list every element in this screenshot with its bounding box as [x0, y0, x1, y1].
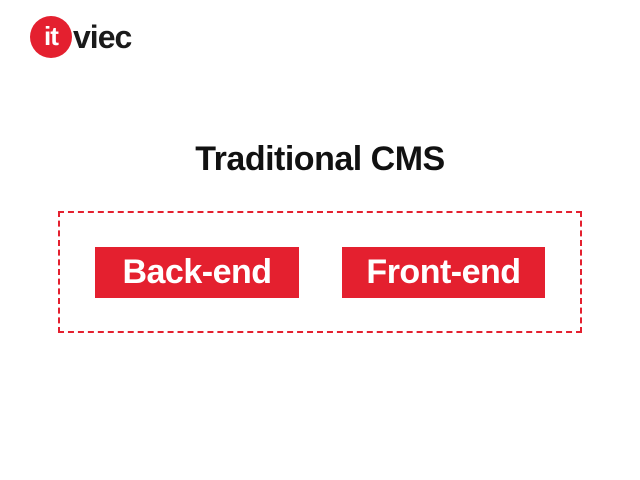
- logo-mark: it: [30, 16, 72, 58]
- itviec-logo: it viec: [30, 14, 132, 60]
- logo-wordmark: viec: [73, 19, 132, 55]
- backend-box: Back-end: [95, 247, 299, 298]
- frontend-box: Front-end: [342, 247, 545, 298]
- cms-dashed-frame: [58, 211, 582, 333]
- diagram-title: Traditional CMS: [195, 140, 445, 178]
